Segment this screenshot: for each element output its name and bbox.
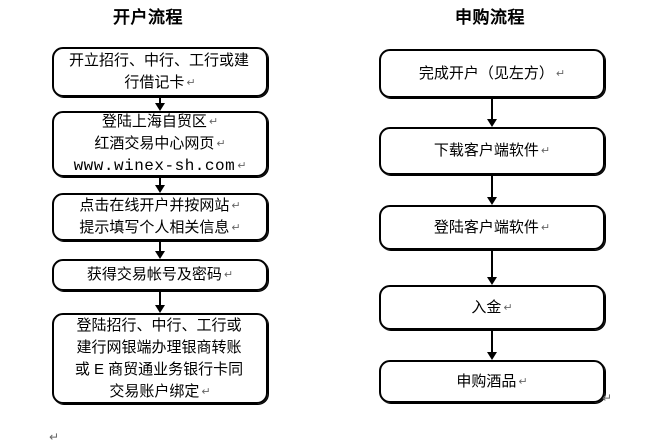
flow-arrow — [155, 241, 165, 259]
step-text-line: 申购酒品↵ — [456, 371, 527, 393]
arrowhead-icon — [155, 305, 165, 313]
step-text: 完成开户（见左方） — [418, 64, 554, 82]
step-complete-account-opening: 完成开户（见左方）↵ — [379, 49, 605, 98]
step-text: 申购酒品 — [456, 372, 517, 390]
step-get-account-password: 获得交易帐号及密码↵ — [52, 259, 268, 291]
right-flow-title: 申购流程 — [455, 8, 525, 27]
paragraph-mark-icon: ↵ — [208, 116, 219, 128]
arrowhead-icon — [155, 103, 165, 111]
step-text-line: 或 E 商贸通业务银行卡同 — [75, 359, 245, 381]
step-text: 下载客户端软件 — [433, 142, 539, 159]
step-visit-website: 登陆上海自贸区↵ 红酒交易中心网页↵ www.winex-sh.com↵ — [52, 111, 268, 177]
step-text: 登陆上海自贸区 — [101, 113, 207, 130]
flow-arrow — [155, 177, 165, 193]
step-subscribe-wine: 申购酒品↵ — [379, 360, 605, 403]
flow-arrow — [487, 330, 497, 360]
paragraph-mark-icon: ↵ — [223, 269, 234, 281]
paragraph-mark-icon: ↵ — [216, 138, 226, 150]
flow-arrow — [487, 175, 497, 205]
step-text-line: 点击在线开户并按网站↵ — [79, 195, 240, 217]
step-text: 建行网银端办理银商转账 — [76, 338, 242, 356]
paragraph-mark-icon: ↵ — [540, 221, 551, 234]
left-flow-title: 开户流程 — [113, 8, 183, 27]
paragraph-mark-icon: ↵ — [49, 430, 60, 443]
step-online-registration: 点击在线开户并按网站↵ 提示填写个人相关信息↵ — [52, 193, 268, 241]
arrowhead-icon — [155, 185, 165, 193]
step-text-line: 登陆客户端软件↵ — [434, 217, 550, 239]
step-text-line: 提示填写个人相关信息↵ — [79, 217, 240, 239]
website-url-text: www.winex-sh.com — [73, 157, 236, 175]
paragraph-mark-icon: ↵ — [231, 200, 241, 212]
account-opening-flow: 开立招行、中行、工行或建 行借记卡↵ 登陆上海自贸区↵ 红酒交易中心网页↵ ww… — [52, 47, 268, 404]
step-text: 提示填写个人相关信息 — [79, 219, 230, 236]
step-login-client: 登陆客户端软件↵ — [379, 205, 605, 250]
step-text: 行借记卡 — [124, 74, 185, 91]
paragraph-mark-icon: ↵ — [602, 391, 613, 405]
step-text-line: 建行网银端办理银商转账 — [76, 337, 243, 359]
step-text-line: 行借记卡↵ — [124, 72, 195, 94]
step-text: 入金 — [471, 298, 502, 316]
step-text-line: 获得交易帐号及密码↵ — [87, 264, 233, 286]
step-text-line: 完成开户（见左方）↵ — [419, 63, 565, 85]
flow-arrow — [155, 291, 165, 313]
arrow-shaft — [491, 330, 493, 352]
paragraph-mark-icon: ↵ — [518, 375, 528, 388]
arrow-shaft — [159, 97, 161, 103]
step-text: 登陆招行、中行、工行或 — [76, 316, 242, 334]
step-text-line: 开立招行、中行、工行或建 — [69, 50, 251, 72]
arrowhead-icon — [487, 352, 497, 360]
arrow-shaft — [159, 291, 161, 305]
step-text-line: www.winex-sh.com↵ — [74, 155, 247, 177]
step-bind-bank-account: 登陆招行、中行、工行或 建行网银端办理银商转账 或 E 商贸通业务银行卡同 交易… — [52, 313, 268, 404]
paragraph-mark-icon: ↵ — [201, 385, 211, 398]
step-text-line: 下载客户端软件↵ — [434, 140, 550, 162]
arrowhead-icon — [487, 277, 497, 285]
step-text-line: 登陆招行、中行、工行或 — [76, 315, 243, 337]
step-deposit-funds: 入金↵ — [379, 285, 605, 330]
arrow-shaft — [491, 175, 493, 197]
step-text: 获得交易帐号及密码 — [86, 266, 222, 283]
subscription-flow: 完成开户（见左方）↵ 下载客户端软件↵ 登陆客户端软件↵ 入金↵ 申购酒品↵ — [379, 49, 605, 403]
arrowhead-icon — [487, 119, 497, 127]
arrowhead-icon — [487, 197, 497, 205]
paragraph-mark-icon: ↵ — [503, 301, 513, 314]
flow-arrow — [155, 97, 165, 111]
arrow-shaft — [159, 177, 161, 185]
step-text-line: 交易账户绑定↵ — [109, 381, 210, 403]
step-open-debit-card: 开立招行、中行、工行或建 行借记卡↵ — [52, 47, 268, 97]
paragraph-mark-icon: ↵ — [231, 222, 241, 234]
step-text: 开立招行、中行、工行或建 — [68, 52, 249, 69]
step-text: 登陆客户端软件 — [433, 218, 539, 236]
step-text-line: 红酒交易中心网页↵ — [94, 133, 225, 155]
step-text: 或 E 商贸通业务银行卡同 — [74, 360, 244, 378]
arrowhead-icon — [155, 251, 165, 259]
step-text: 红酒交易中心网页 — [94, 135, 215, 152]
step-text: 点击在线开户并按网站 — [79, 197, 230, 214]
paragraph-mark-icon: ↵ — [186, 77, 196, 89]
step-download-client: 下载客户端软件↵ — [379, 127, 605, 175]
paragraph-mark-icon: ↵ — [237, 160, 247, 172]
arrow-shaft — [491, 98, 493, 119]
arrow-shaft — [159, 241, 161, 251]
paragraph-mark-icon: ↵ — [540, 145, 551, 157]
flow-arrow — [487, 98, 497, 127]
step-text-line: 登陆上海自贸区↵ — [102, 111, 218, 133]
paragraph-mark-icon: ↵ — [555, 67, 566, 80]
step-text: 交易账户绑定 — [109, 382, 200, 400]
arrow-shaft — [491, 250, 493, 277]
step-text-line: 入金↵ — [471, 297, 512, 319]
flow-arrow — [487, 250, 497, 285]
